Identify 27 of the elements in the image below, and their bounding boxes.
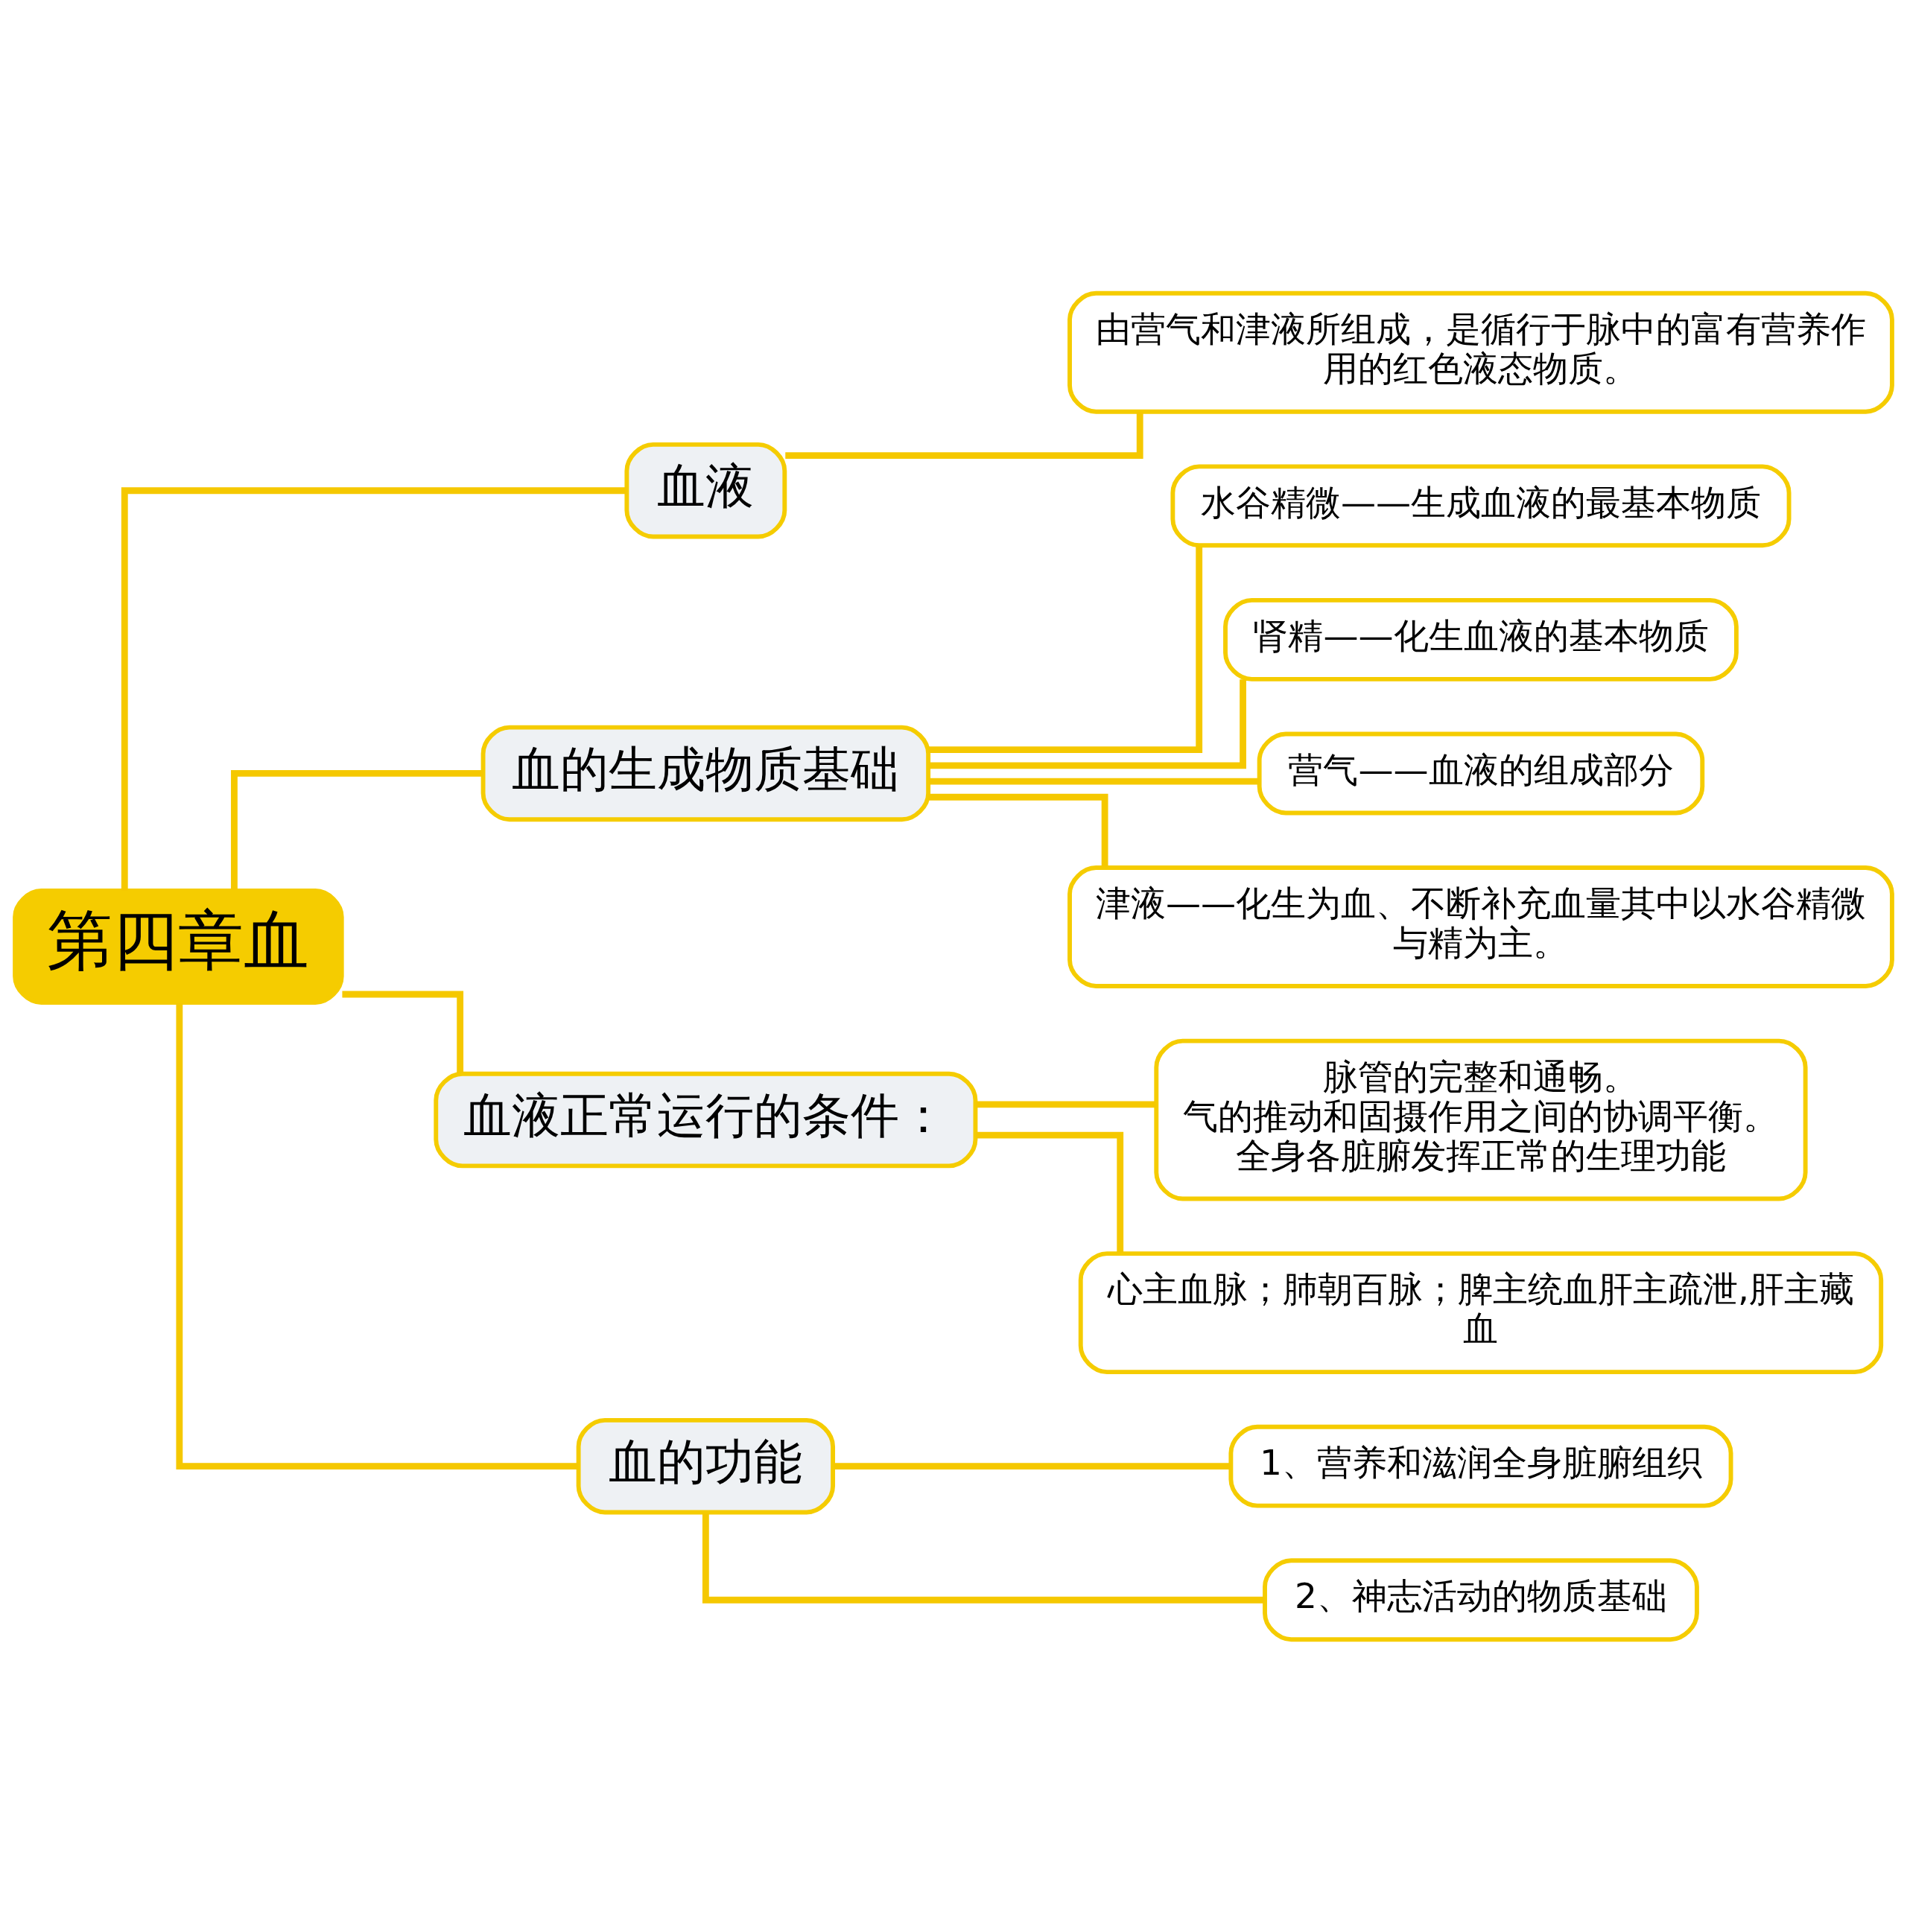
node-box: 血的生成物质基础 bbox=[480, 725, 931, 822]
connector bbox=[928, 793, 1108, 868]
node-box: 血的功能 bbox=[576, 1417, 836, 1514]
connector bbox=[342, 991, 464, 1073]
connector bbox=[928, 679, 1246, 769]
node-box: 2、神志活动的物质基础 bbox=[1263, 1557, 1699, 1642]
connector bbox=[702, 1512, 1264, 1604]
connector bbox=[928, 545, 1203, 753]
connector bbox=[785, 411, 1143, 459]
connector bbox=[176, 1002, 579, 1469]
node-box: 血液正常运行的条件： bbox=[434, 1071, 978, 1168]
connector bbox=[928, 778, 1260, 784]
node-box: 脉管的完整和通畅。 气的推动和固摄作用之间的协调平衡。 全身各脏腑发挥正常的生理功能 bbox=[1154, 1038, 1808, 1201]
connector bbox=[231, 769, 483, 890]
node-box: 水谷精微——生成血液的最基本物质 bbox=[1170, 463, 1792, 547]
node-box: 心主血脉；肺朝百脉；脾主统血肝主疏泄,肝主藏血 bbox=[1078, 1251, 1884, 1374]
node-box: 津液——化生为血、不断补充血量其中以水谷精微与精为主。 bbox=[1067, 865, 1894, 988]
node-box: 肾精——化生血液的基本物质 bbox=[1223, 597, 1739, 681]
connector bbox=[834, 1462, 1231, 1469]
node-box: 血液 bbox=[624, 442, 787, 538]
connector bbox=[975, 1101, 1156, 1108]
node-box: 第四章血 bbox=[13, 888, 344, 1005]
node-box: 营气——血液的组成部分 bbox=[1257, 731, 1705, 815]
connector bbox=[121, 486, 627, 891]
connector bbox=[975, 1131, 1124, 1253]
node-box: 1、营养和滋润全身脏腑组织 bbox=[1228, 1424, 1733, 1508]
node-box: 由营气和津液所组成，是循行于脉中的富有营养作用的红色液态物质。 bbox=[1067, 290, 1894, 414]
